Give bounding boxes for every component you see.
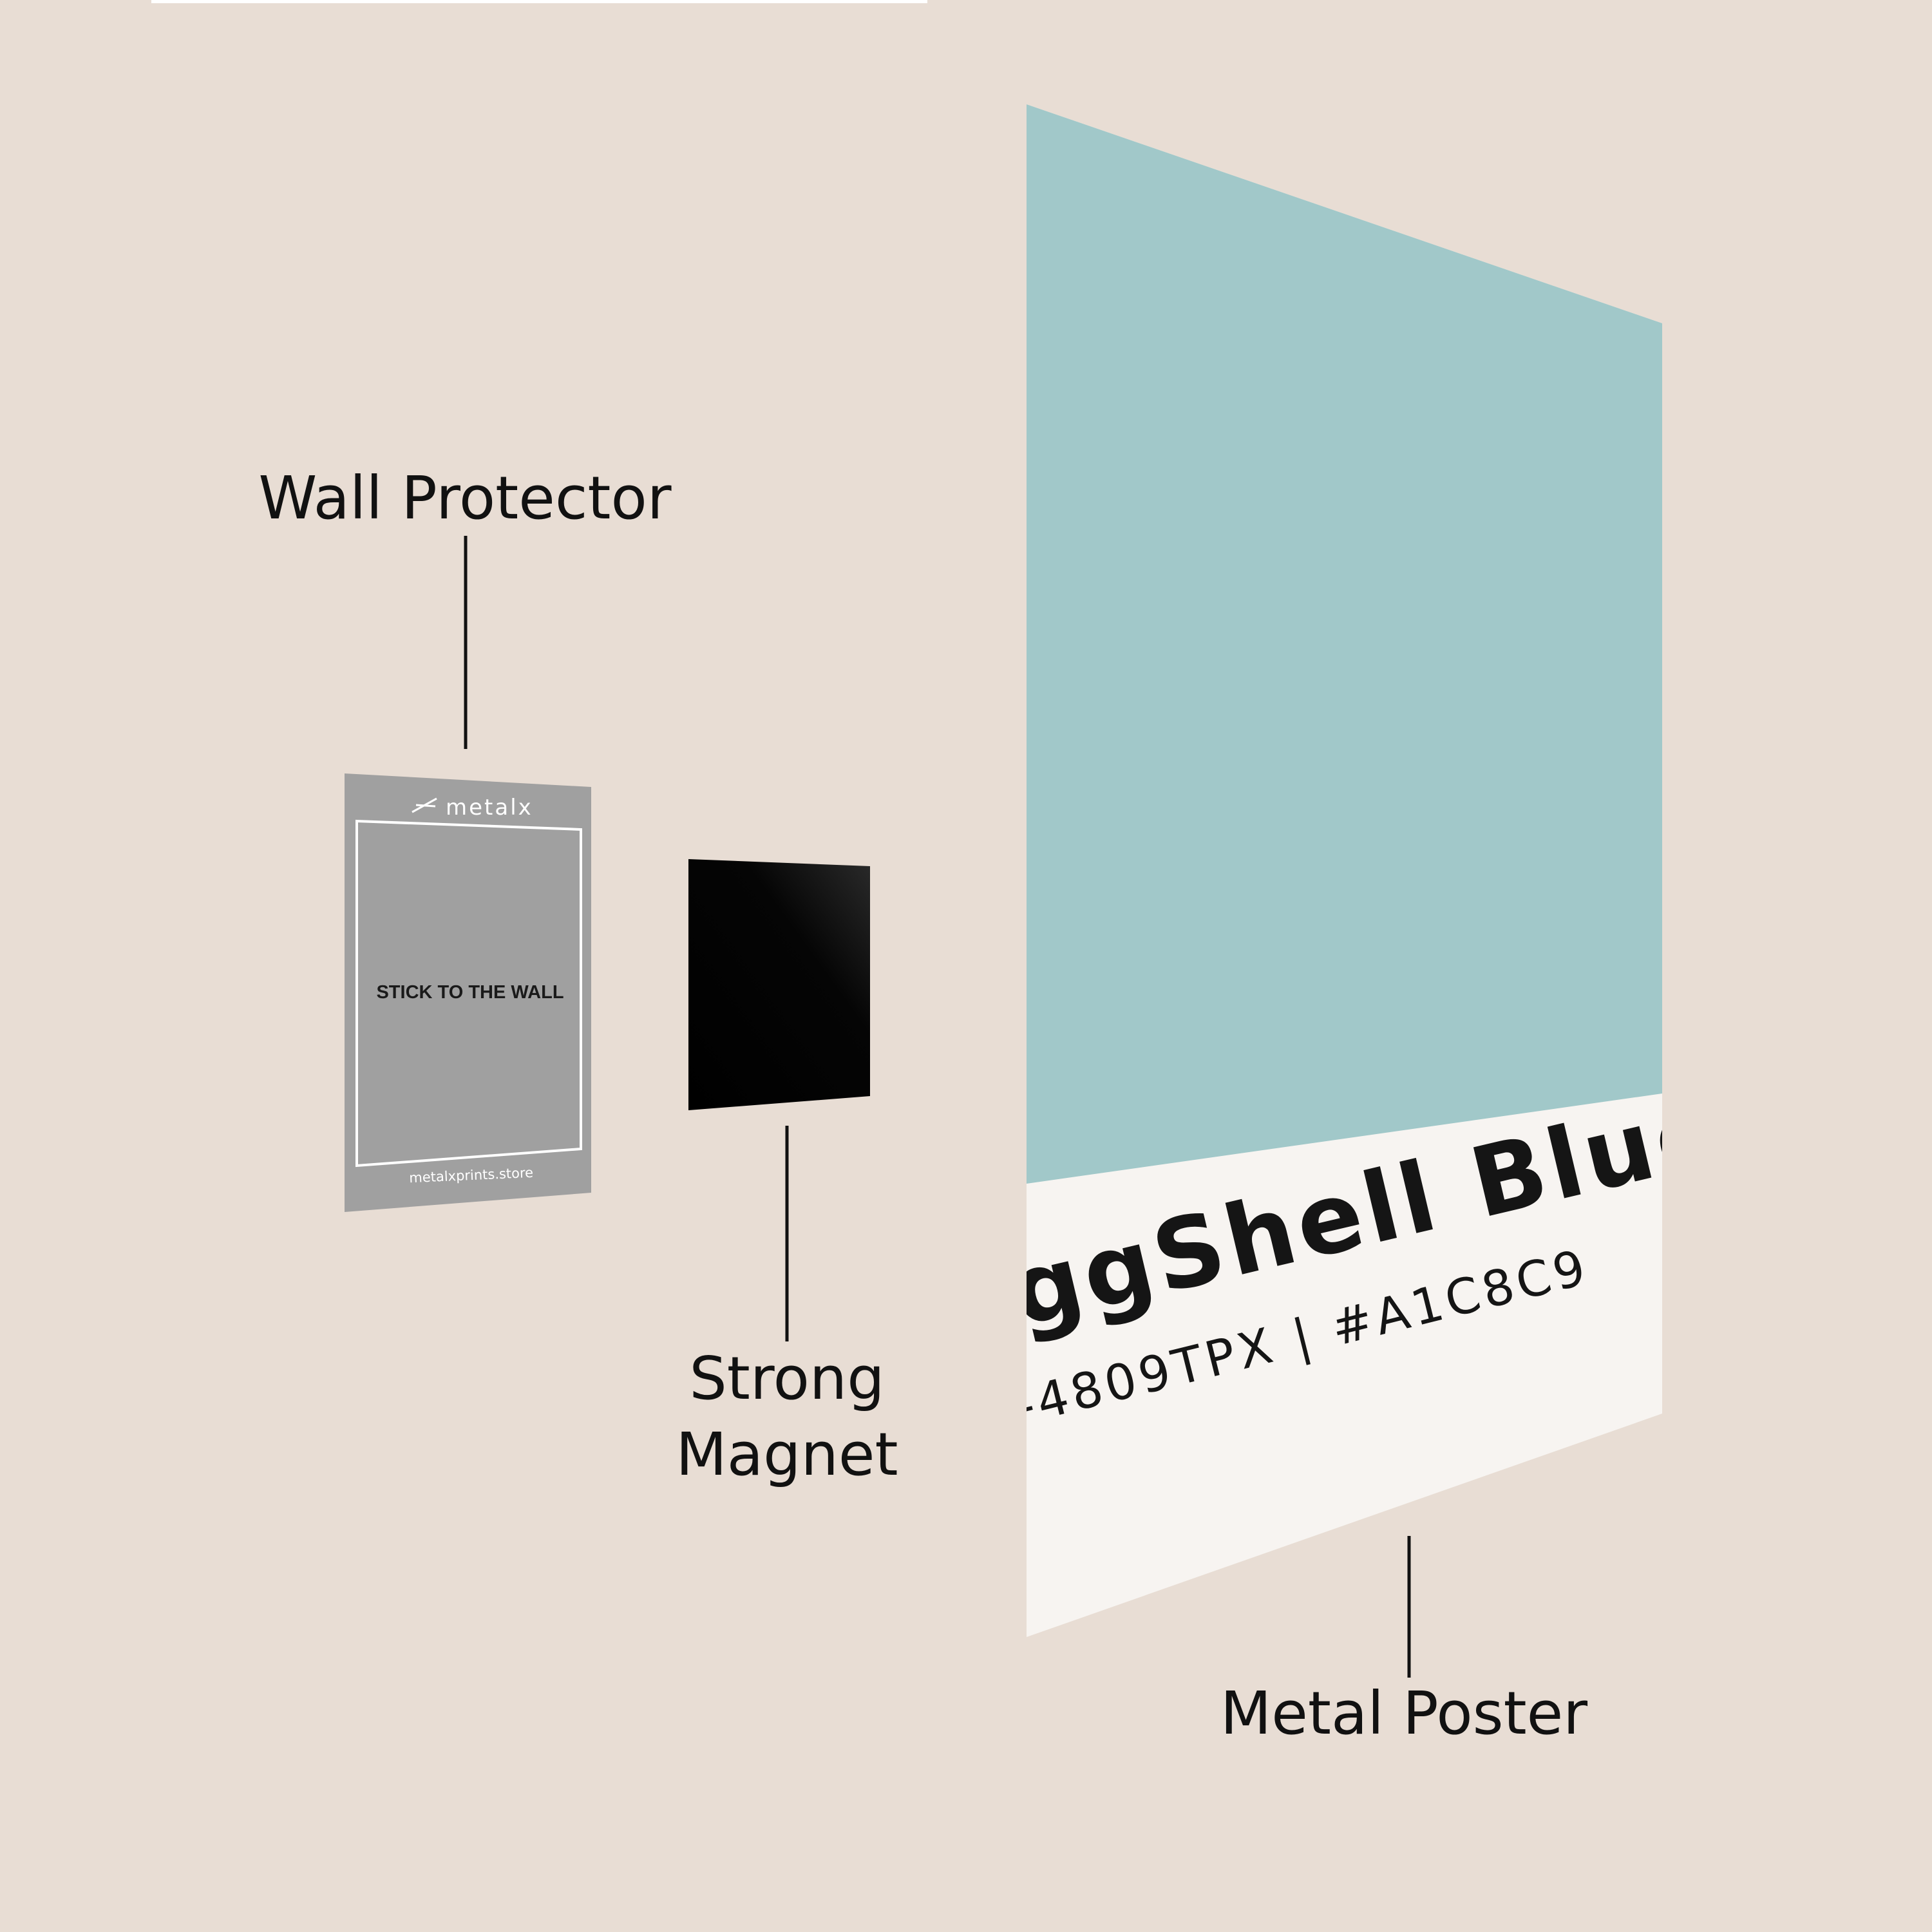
protector-brand: metalx <box>446 795 533 820</box>
top-edge-strip <box>151 0 927 3</box>
strong-magnet-label-line2: Magnet <box>676 1420 898 1489</box>
metal-poster: ggShell Blue® -4809TPX | #A1C8C9 <box>1027 104 1662 1637</box>
poster-color-swatch <box>1027 104 1662 1184</box>
wall-protector-card: metalx STICK TO THE WALL metalxprints.st… <box>345 773 591 1212</box>
protector-instruction: STICK TO THE WALL <box>376 982 564 1003</box>
strong-magnet <box>688 859 870 1110</box>
strong-magnet-label-line1: Strong <box>689 1344 884 1413</box>
protector-inner-frame <box>355 819 582 1168</box>
metal-poster-label: Metal Poster <box>1220 1679 1587 1748</box>
metalx-logo-icon <box>412 797 437 813</box>
wall-protector-label: Wall Protector <box>258 464 671 533</box>
